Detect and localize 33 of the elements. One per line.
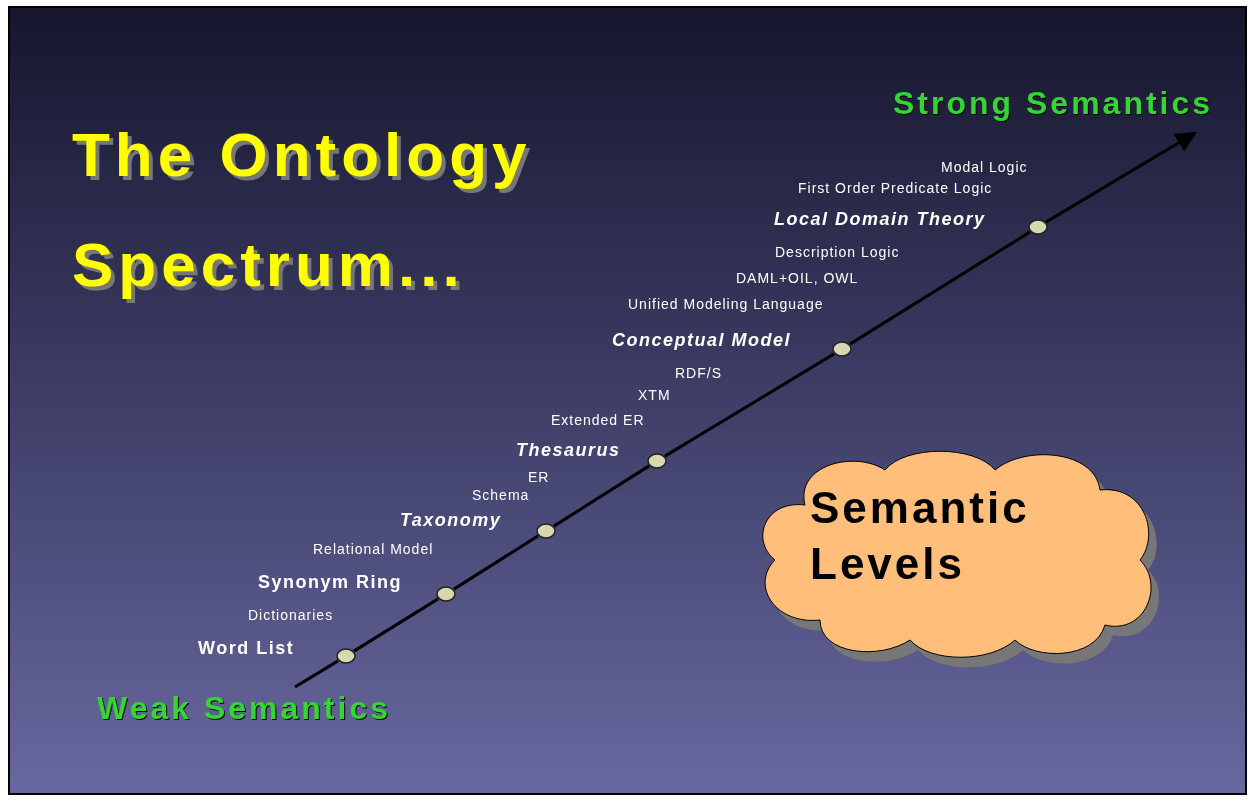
- line: [553, 464, 650, 528]
- example-label: Schema: [472, 487, 530, 503]
- line: [294, 659, 339, 689]
- slide-title: The Ontology Spectrum...: [72, 119, 533, 301]
- line: [353, 597, 439, 653]
- line: [849, 230, 1031, 346]
- example-label: XTM: [638, 387, 671, 403]
- example-label: RDF/S: [675, 365, 722, 381]
- level-dot: [536, 523, 556, 539]
- level-label: Taxonomy: [400, 509, 502, 531]
- level-dot: [832, 341, 852, 357]
- example-label: Dictionaries: [248, 607, 334, 623]
- example-label: ER: [528, 469, 550, 485]
- example-label: Description Logic: [775, 244, 900, 260]
- arrow: [1045, 131, 1197, 224]
- level-label: Word List: [198, 637, 295, 659]
- axis-end-label: Weak Semantics: [97, 689, 391, 727]
- level-dot: [336, 648, 356, 664]
- level-dot: [647, 453, 667, 469]
- level-label: Local Domain Theory: [774, 208, 986, 230]
- example-label: Extended ER: [551, 412, 645, 428]
- level-label: Conceptual Model: [612, 329, 791, 351]
- level-dot: [436, 586, 456, 602]
- example-label: First Order Predicate Logic: [798, 180, 993, 196]
- cloud-text: Semantic Levels: [810, 482, 1031, 590]
- axis-end-label: Strong Semantics: [893, 84, 1214, 122]
- level-label: Synonym Ring: [258, 571, 402, 593]
- example-label: Relational Model: [313, 541, 434, 557]
- line: [664, 352, 835, 458]
- line: [453, 534, 539, 591]
- level-label: Thesaurus: [516, 439, 621, 461]
- example-label: DAML+OIL, OWL: [736, 270, 859, 286]
- level-dot: [1028, 219, 1048, 235]
